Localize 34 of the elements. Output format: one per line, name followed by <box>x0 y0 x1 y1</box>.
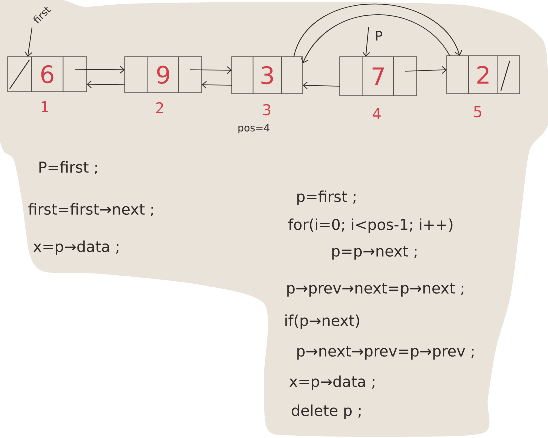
arrow <box>303 82 340 90</box>
list-node: 6 <box>8 56 88 92</box>
code-line: x=p→data ; <box>290 376 375 390</box>
code-line: p→next→prev=p→prev ; <box>298 346 474 360</box>
index-number: 1 <box>42 102 48 112</box>
code-line: p→prev→next=p→next ; <box>288 283 464 297</box>
pointer-arrow <box>24 27 33 57</box>
list-node: 7 <box>340 56 418 96</box>
index-number: 5 <box>474 106 482 118</box>
annotation: pos=4 <box>238 124 270 134</box>
arrow <box>87 80 126 88</box>
code-line: p=first ; <box>298 190 356 206</box>
arrow <box>202 81 232 89</box>
pointer-arrow <box>362 26 370 57</box>
code-line: x=p→data ; <box>34 240 119 256</box>
code-line: if(p→next) <box>286 314 360 330</box>
pointer-label: first <box>34 7 52 24</box>
code-line: P=first ; <box>40 161 98 175</box>
code-line: for(i=0; i<pos-1; i++) <box>288 218 453 234</box>
pointer-label: P <box>376 31 382 41</box>
code-line: delete p ; <box>292 404 361 420</box>
code-line: first=first→next ; <box>28 203 154 217</box>
curved-arrow <box>294 4 462 58</box>
list-node: 3 <box>232 56 304 94</box>
arrow <box>190 66 232 74</box>
arrow <box>74 66 125 74</box>
list-node: 2 <box>446 56 520 94</box>
code-line: p=p→next ; <box>332 246 417 260</box>
index-number: 3 <box>263 104 271 116</box>
list-node: 9 <box>124 56 202 94</box>
curved-arrow <box>301 14 450 64</box>
index-number: 2 <box>156 102 164 114</box>
index-number: 4 <box>372 108 381 120</box>
arrow <box>404 66 447 74</box>
